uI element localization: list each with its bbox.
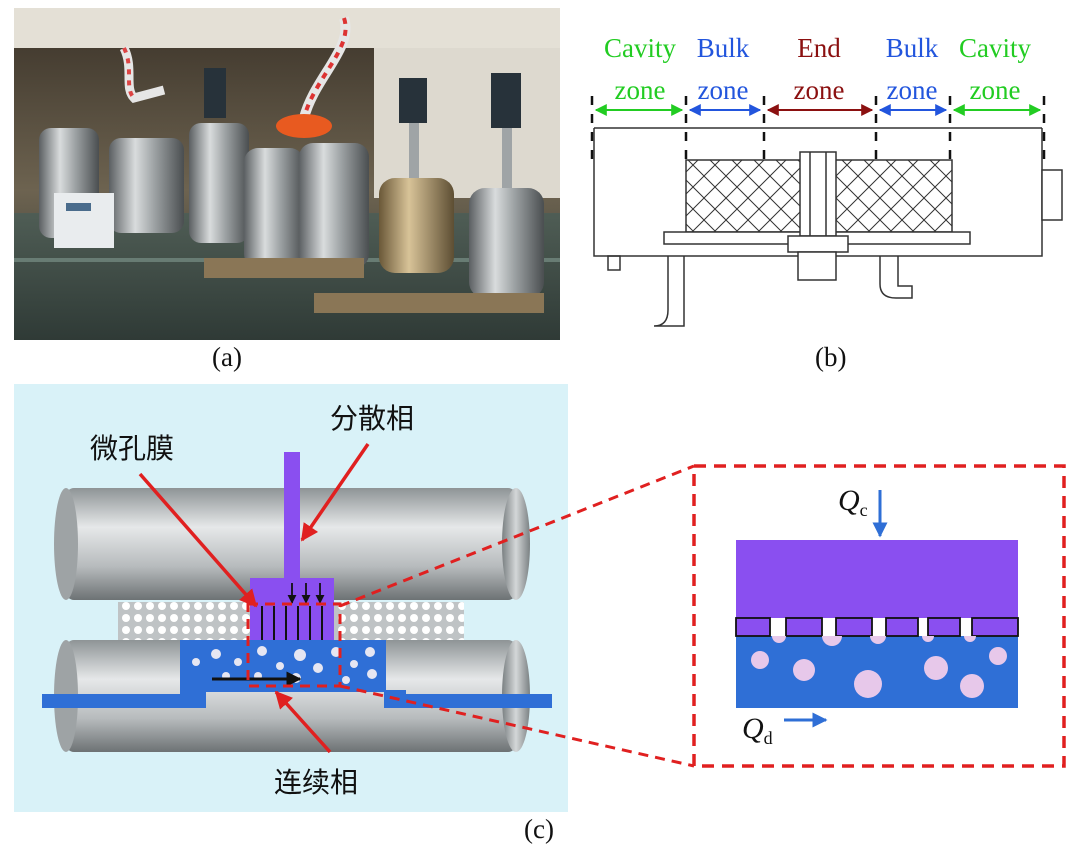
inset-view: Qc Qd [692, 464, 1066, 768]
zoom-connector-bottom [339, 684, 695, 768]
svg-text:zone: zone [887, 75, 938, 105]
svg-text:Bulk: Bulk [886, 33, 939, 63]
zone-label-end: End zone [794, 33, 845, 105]
qc-label: Qc [838, 484, 868, 520]
membrane-pointer [138, 472, 258, 608]
svg-text:zone: zone [615, 75, 666, 105]
factory-photo [14, 8, 560, 340]
svg-text:End: End [797, 33, 841, 63]
label-dispersed-phase: 分散相 [330, 403, 414, 435]
dispersed-flow-arrows [287, 583, 325, 604]
svg-text:zone: zone [698, 75, 749, 105]
inset-membrane-pores [735, 617, 1019, 637]
continuous-inlet-pipe [42, 694, 206, 708]
panel-a-caption: (a) [212, 342, 242, 372]
zone-label-bulk-right: Bulk zone [886, 33, 939, 105]
mixer-schematic: Cavity zone Bulk zone End zone Bulk zone… [590, 33, 1063, 327]
mixer-housing [593, 127, 1063, 327]
svg-text:Cavity: Cavity [604, 33, 676, 63]
svg-text:zone: zone [794, 75, 845, 105]
qd-label: Qd [742, 712, 773, 748]
label-membrane: 微孔膜 [90, 433, 174, 465]
zoom-connector-top [339, 464, 695, 608]
panel-c-caption: (c) [524, 814, 554, 844]
dispersed-phase-pipe [284, 452, 300, 580]
svg-text:zone: zone [970, 75, 1021, 105]
inset-dispersed-layer [736, 540, 1018, 618]
panel-b-caption: (b) [815, 342, 847, 372]
inset-droplets [751, 636, 1007, 698]
zone-label-bulk-left: Bulk zone [697, 33, 750, 105]
zone-label-cavity-right: Cavity zone [959, 33, 1031, 105]
membrane-diagram: 微孔膜 分散相 连续相 Qc Qd [14, 384, 1066, 812]
continuous-pointer [274, 690, 332, 754]
zoom-region [246, 602, 342, 688]
svg-text:Cavity: Cavity [959, 33, 1031, 63]
dispersed-pointer [300, 443, 370, 542]
label-continuous-phase: 连续相 [274, 767, 358, 799]
zone-boundaries [590, 96, 1046, 165]
svg-text:Bulk: Bulk [697, 33, 750, 63]
zone-label-cavity-left: Cavity zone [604, 33, 676, 105]
membrane-pores [261, 606, 323, 640]
